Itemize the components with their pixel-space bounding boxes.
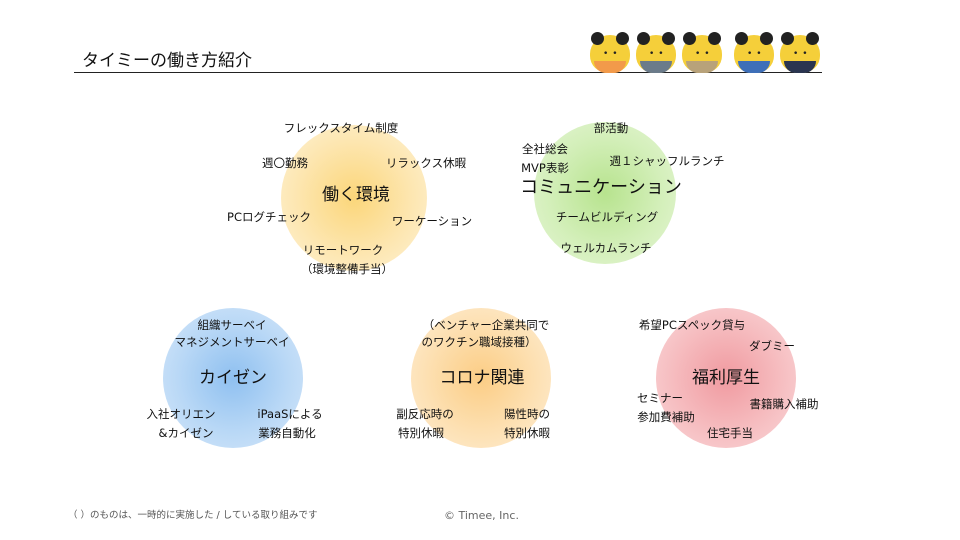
item-team-building: チームビルディング xyxy=(555,210,659,224)
group-title-kaizen: カイゼン xyxy=(199,368,267,388)
corona-circle xyxy=(411,308,551,448)
item-org-survey: 組織サーベイ xyxy=(197,318,267,332)
work-circle xyxy=(281,125,427,271)
mascot-icon: •• xyxy=(590,32,630,73)
copyright: © Timee, Inc. xyxy=(444,509,519,522)
welfare-circle xyxy=(656,308,796,448)
item-special-leave-2: 特別休暇 xyxy=(504,426,550,440)
item-vaccine-2: のワクチン職域接種） xyxy=(421,335,537,349)
item-mgmt-survey: マネジメントサーベイ xyxy=(174,335,290,349)
item-double-me: ダブミー xyxy=(749,339,795,353)
item-pc-log-check: PCログチェック xyxy=(227,210,311,224)
group-title-corona: コロナ関連 xyxy=(439,368,525,388)
footnote: （ ）のものは、一時的に実施した / している取り組みです xyxy=(68,510,318,521)
item-seminar: セミナー xyxy=(637,391,683,405)
item-weekly-work: 週〇勤務 xyxy=(262,156,308,170)
title-divider xyxy=(74,72,822,73)
item-welcome-lunch: ウェルカムランチ xyxy=(560,241,652,255)
item-pc-lending: 希望PCスペック貸与 xyxy=(638,318,746,332)
item-side-effect: 副反応時の xyxy=(396,407,454,421)
group-title-welfare: 福利厚生 xyxy=(692,368,760,388)
mascot-icon: •• xyxy=(636,32,676,73)
item-housing: 住宅手当 xyxy=(707,426,753,440)
item-relax-leave: リラックス休暇 xyxy=(385,156,467,170)
item-flextime: フレックスタイム制度 xyxy=(283,121,399,135)
mascot-icon: •• xyxy=(682,32,722,73)
item-club: 部活動 xyxy=(593,121,629,135)
item-special-leave-1: 特別休暇 xyxy=(398,426,444,440)
mascot-icon: •• xyxy=(734,32,774,73)
item-ipaas: iPaaSによる xyxy=(257,407,323,421)
item-onboarding-kaizen: &カイゼン xyxy=(158,426,214,440)
item-env-allowance: （環境整備手当） xyxy=(301,262,393,276)
kaizen-circle xyxy=(163,308,303,448)
page-title: タイミーの働き方紹介 xyxy=(82,51,252,71)
item-automation: 業務自動化 xyxy=(258,426,316,440)
item-workation: ワーケーション xyxy=(391,214,473,228)
item-vaccine-1: （ベンチャー企業共同で xyxy=(422,318,550,332)
item-seminar-fee: 参加費補助 xyxy=(637,410,695,424)
item-all-hands: 全社総会 xyxy=(522,142,568,156)
mascot-icon: •• xyxy=(780,32,820,73)
item-onboarding: 入社オリエン xyxy=(146,407,216,421)
item-mvp: MVP表彰 xyxy=(521,161,569,175)
comm-circle xyxy=(534,122,676,264)
group-title-work: 働く環境 xyxy=(322,185,390,205)
item-book-subsidy: 書籍購入補助 xyxy=(749,397,819,411)
item-positive: 陽性時の xyxy=(504,407,550,421)
item-shuffle-lunch: 週１シャッフルランチ xyxy=(609,154,725,168)
group-title-comm: コミュニケーション xyxy=(520,177,682,198)
item-remote-work: リモートワーク xyxy=(302,243,384,257)
